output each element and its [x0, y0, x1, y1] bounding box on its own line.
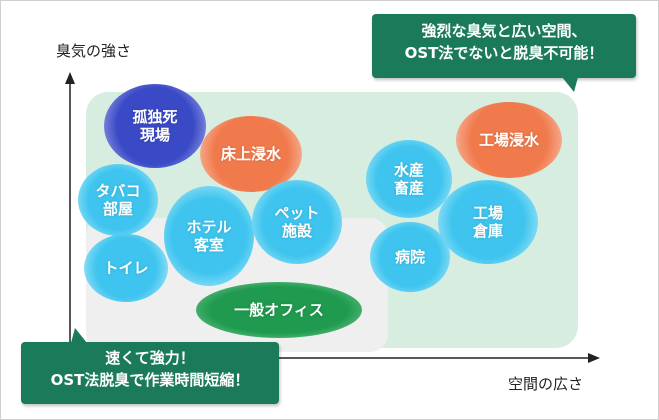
callout-bottom: 速くて強力！ OST法脱臭で作業時間短縮！	[21, 328, 279, 404]
item-pet-shisetsu: ペット施設	[252, 180, 342, 264]
item-kojo-shinsui: 工場浸水	[456, 102, 562, 178]
item-kodokushi-line2: 現場	[139, 126, 170, 144]
y-axis-arrow	[65, 72, 75, 84]
item-kojo-soko-line1: 工場	[472, 204, 503, 222]
item-pet-line1: ペット	[274, 204, 320, 222]
item-kojo-soko: 工場倉庫	[438, 180, 538, 264]
callout-bottom-line2: OST法脱臭で作業時間短縮！	[50, 370, 250, 389]
item-kojo-shinsui-label: 工場浸水	[478, 131, 539, 149]
item-kojo-soko-line2: 倉庫	[472, 222, 503, 240]
item-kodokushi: 孤独死現場	[104, 84, 206, 168]
callout-bottom-line1: 速くて強力！	[105, 349, 195, 367]
callout-bottom-tail	[71, 328, 87, 343]
item-suisan-line2: 畜産	[393, 179, 424, 197]
item-office-label: 一般オフィス	[234, 301, 324, 319]
item-kodokushi-line1: 孤独死	[132, 108, 178, 126]
y-axis-label: 臭気の強さ	[56, 42, 132, 60]
callout-top-tail	[562, 77, 578, 92]
callout-top: 強烈な臭気と広い空間、 OST法でないと脱臭不可能！	[372, 14, 636, 92]
item-tabako-line2: 部屋	[102, 200, 133, 218]
x-axis-label: 空間の広さ	[508, 375, 584, 393]
item-hotel-kyakushitsu: ホテル客室	[164, 186, 254, 286]
item-tabako-heya: タバコ部屋	[78, 164, 158, 236]
item-yukaue-shinsui: 床上浸水	[200, 116, 302, 192]
item-hotel-line1: ホテル	[186, 218, 232, 236]
item-toilet: トイレ	[84, 234, 168, 302]
callout-top-line1: 強烈な臭気と広い空間、	[421, 22, 587, 40]
item-toilet-label: トイレ	[103, 259, 149, 277]
item-tabako-line1: タバコ	[95, 182, 141, 200]
item-ippan-office: 一般オフィス	[196, 282, 362, 338]
item-hotel-line2: 客室	[193, 236, 224, 254]
item-byoin-label: 病院	[394, 248, 425, 266]
x-axis-arrow	[588, 353, 600, 363]
item-suisan-chikusan: 水産畜産	[366, 140, 452, 218]
item-yukaue-label: 床上浸水	[220, 145, 281, 163]
item-pet-line2: 施設	[281, 222, 312, 240]
item-byoin: 病院	[370, 222, 450, 292]
callout-top-line2: OST法でないと脱臭不可能！	[404, 43, 604, 62]
item-suisan-line1: 水産	[393, 161, 424, 179]
